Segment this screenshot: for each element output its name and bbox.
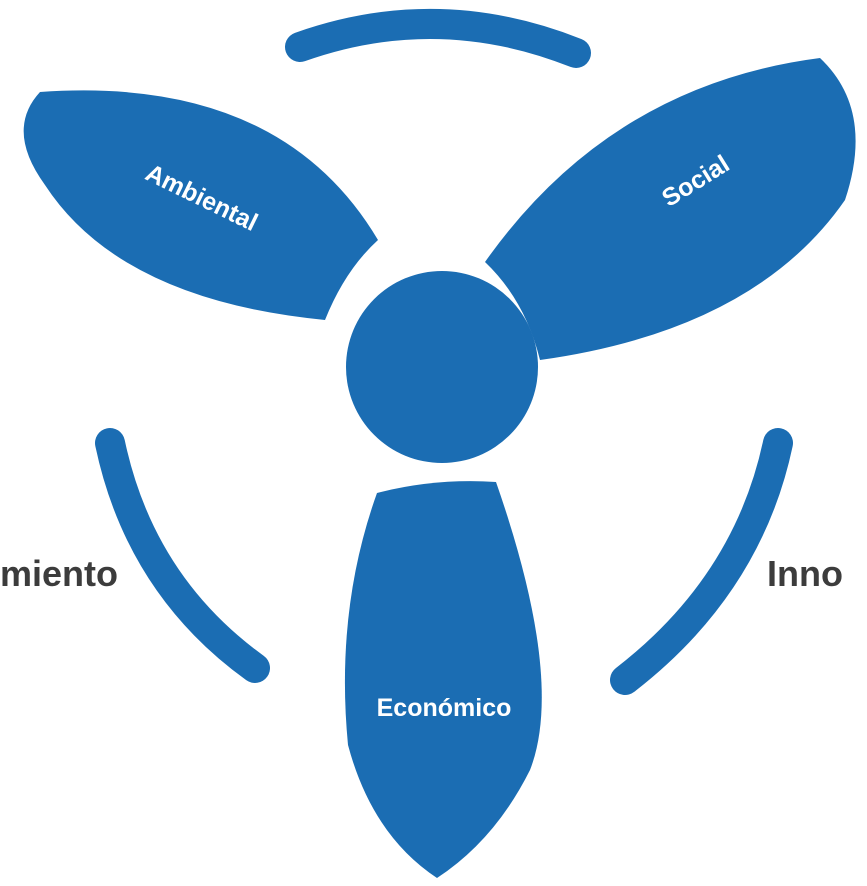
blade-economico <box>344 481 542 878</box>
blade-label-economico: Económico <box>377 694 512 722</box>
side-label-right: Inno <box>767 553 843 594</box>
blade-ambiental <box>23 90 379 321</box>
top-arc <box>285 8 591 68</box>
blade-social <box>485 58 856 360</box>
right-arc <box>610 428 793 695</box>
hub-circle <box>346 271 538 463</box>
left-arc <box>95 428 270 683</box>
side-label-left: miento <box>0 553 118 594</box>
